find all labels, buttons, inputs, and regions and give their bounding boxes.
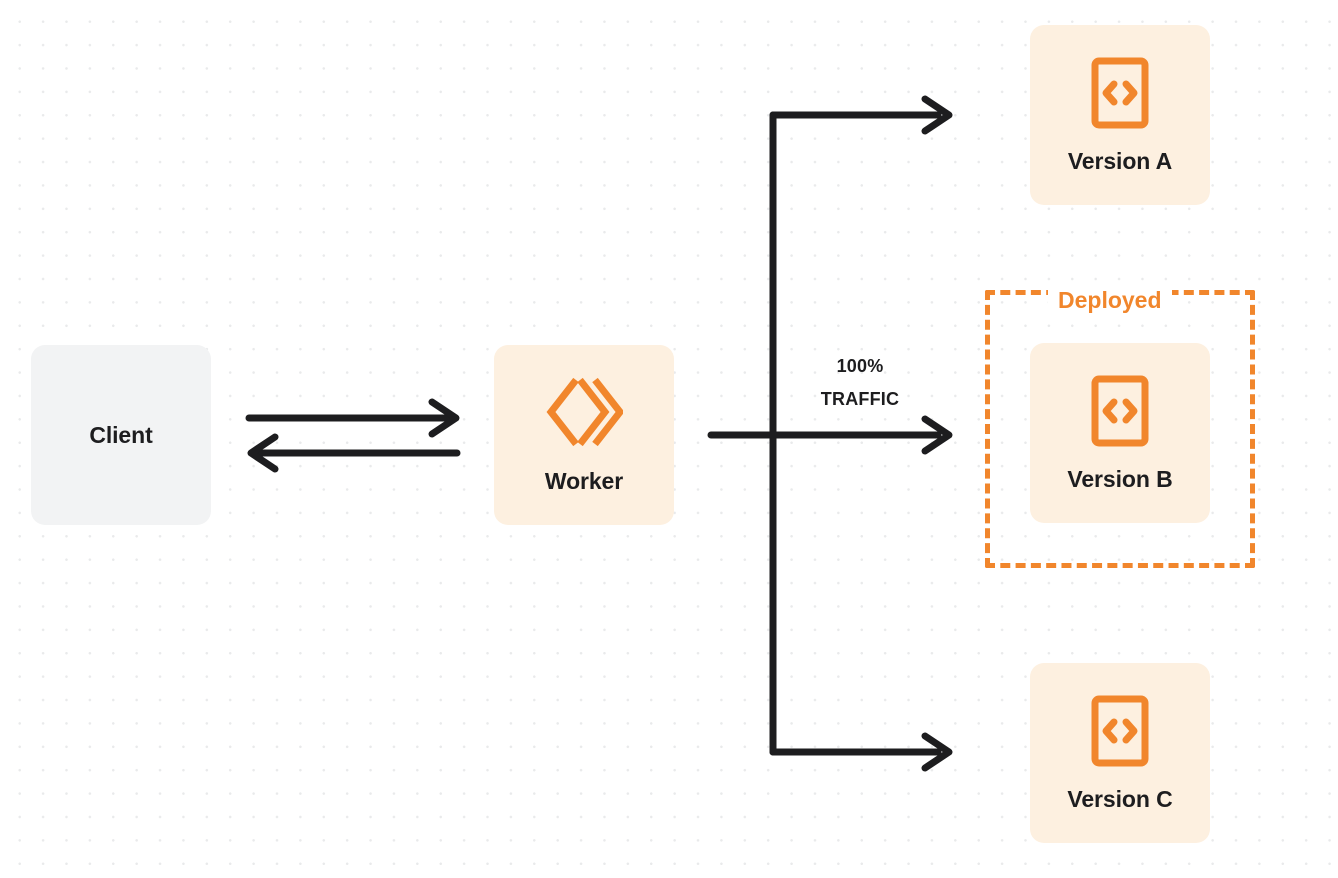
code-file-icon — [1090, 56, 1150, 130]
node-version-b[interactable]: Version B — [1030, 343, 1210, 523]
version-c-label: Version C — [1067, 785, 1173, 812]
edge-trunk-to-version-b — [769, 415, 953, 455]
code-file-icon — [1090, 374, 1150, 448]
edge-trunk-to-version-c — [769, 732, 953, 772]
version-b-label: Version B — [1067, 465, 1173, 492]
node-version-c[interactable]: Version C — [1030, 663, 1210, 843]
worker-label: Worker — [544, 467, 624, 494]
cloudflare-workers-logo-icon — [545, 376, 623, 448]
edge-trunk-to-version-a — [769, 95, 953, 135]
node-version-a[interactable]: Version A — [1030, 25, 1210, 205]
traffic-percent: 100% — [836, 356, 884, 376]
client-label: Client — [89, 421, 153, 448]
node-client[interactable]: Client — [31, 345, 211, 525]
node-worker[interactable]: Worker — [494, 345, 674, 525]
edge-client-to-worker — [245, 398, 460, 438]
traffic-annotation: 100% TRAFFIC — [790, 350, 930, 416]
edge-worker-trunk — [707, 111, 777, 756]
deployed-label: Deployed — [1048, 286, 1172, 314]
traffic-word: TRAFFIC — [820, 389, 900, 409]
version-a-label: Version A — [1067, 147, 1173, 174]
edge-worker-to-client — [247, 433, 461, 473]
code-file-icon — [1090, 694, 1150, 768]
